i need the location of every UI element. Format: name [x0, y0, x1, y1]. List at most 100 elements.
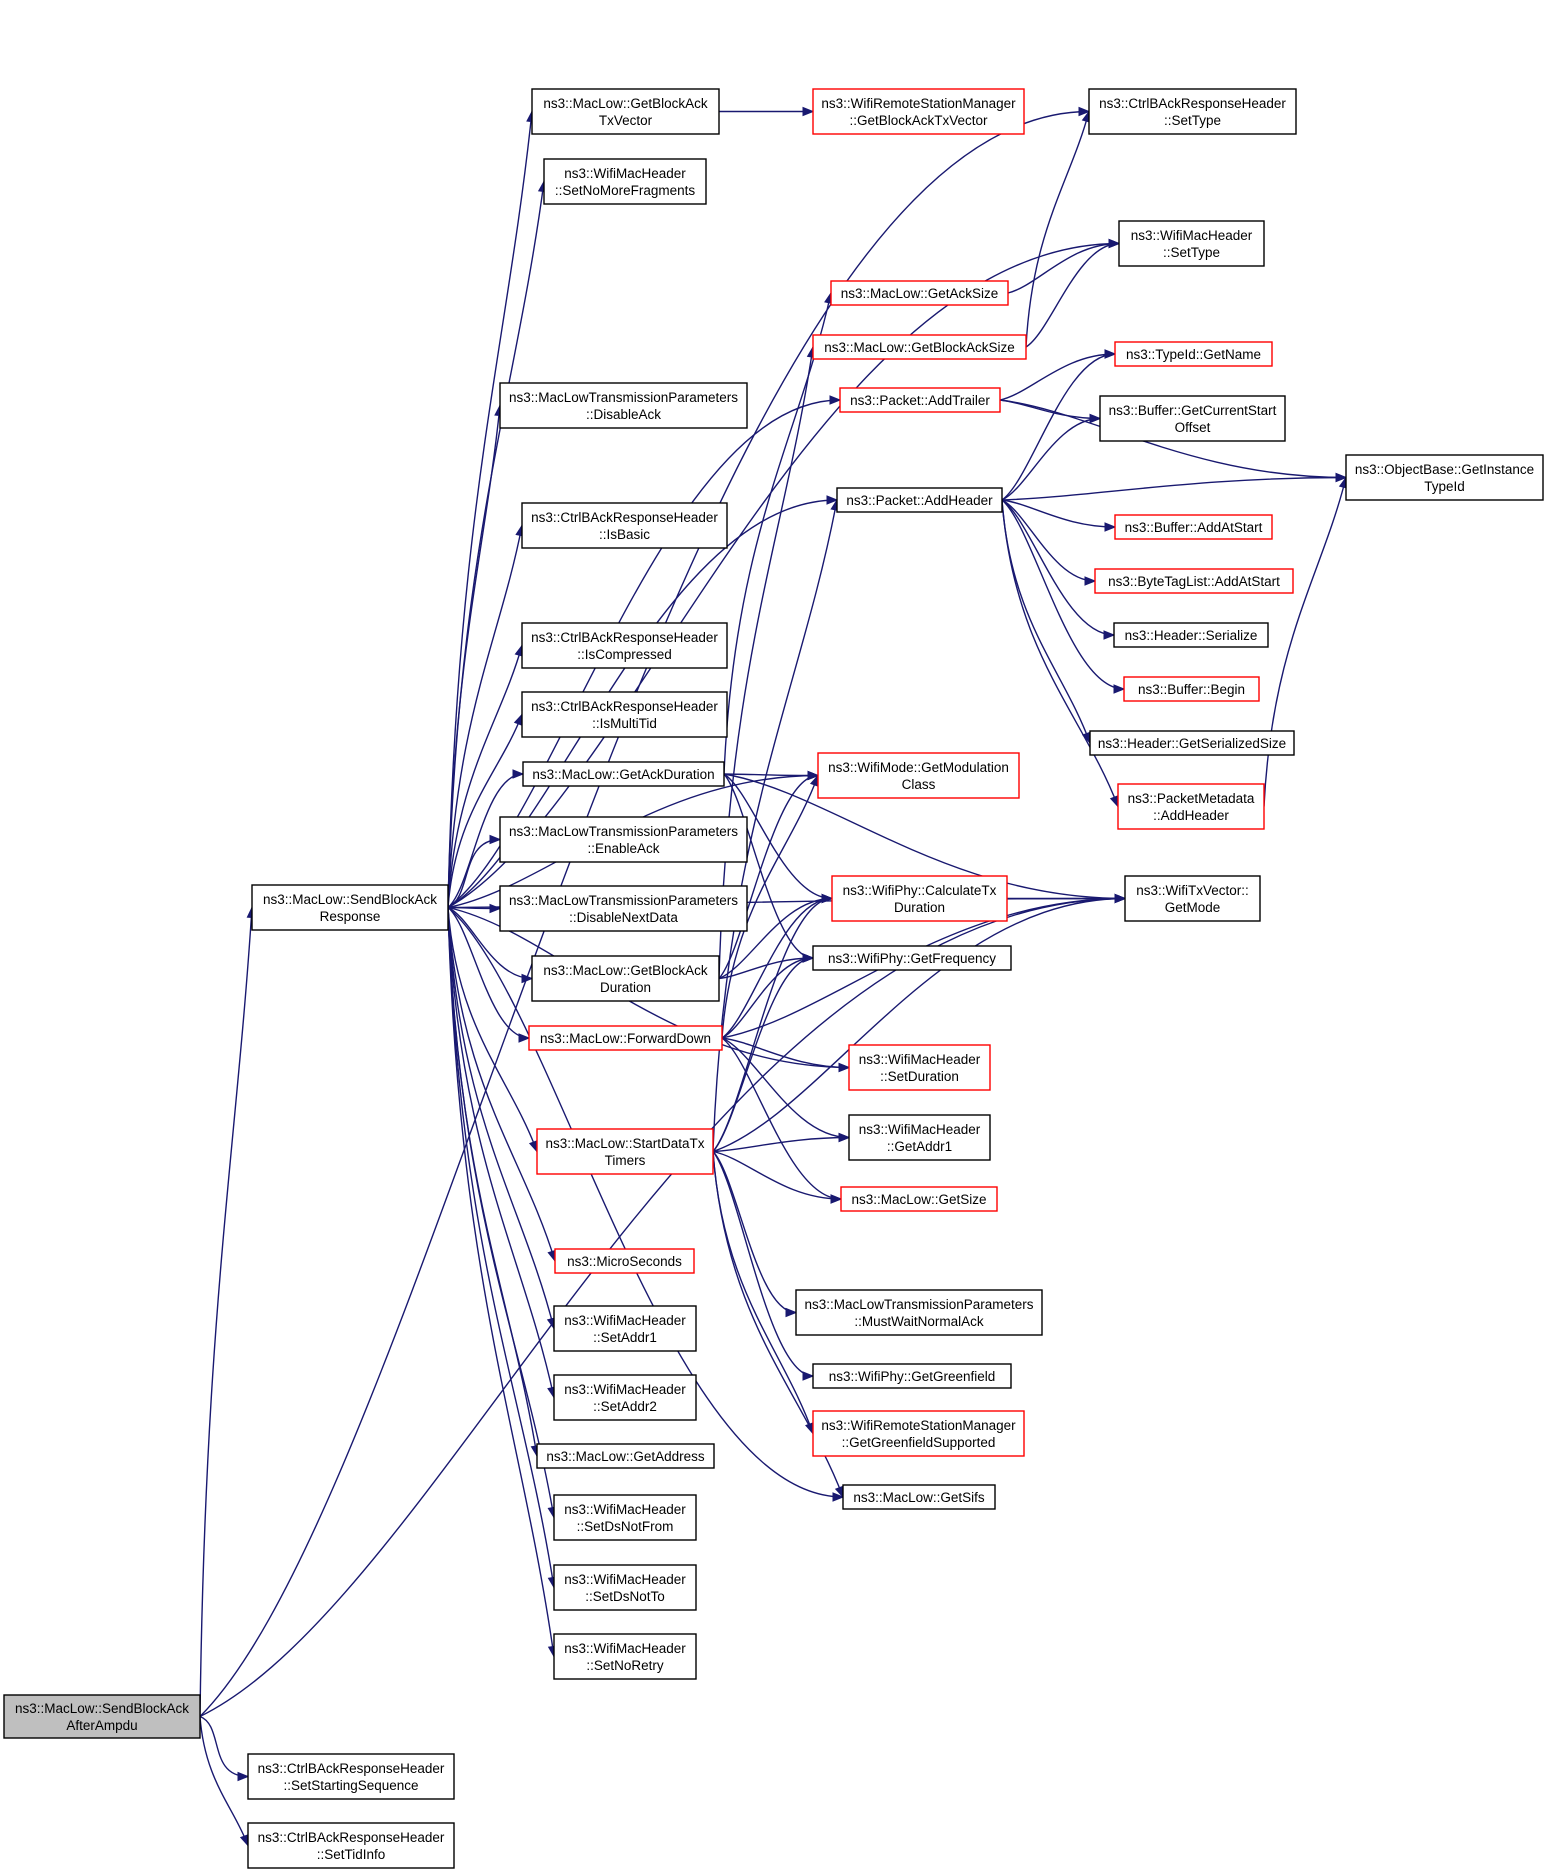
edge-line: [447, 773, 524, 909]
edge-arrowhead: [838, 1132, 851, 1143]
edge-addheader-to-objbase: [1001, 472, 1348, 501]
node-label-line: ns3::MacLow::GetAckDuration: [532, 767, 714, 782]
node-ns3-packetmetadata-addheader[interactable]: ns3::PacketMetadata::AddHeader: [1117, 783, 1265, 830]
node-box: [531, 955, 720, 1002]
node-label-line: ::SetType: [1164, 113, 1221, 128]
node-ns3-wifimacheader-getaddr1[interactable]: ns3::WifiMacHeader::GetAddr1: [848, 1114, 991, 1161]
node-label-line: ns3::WifiMacHeader: [564, 1313, 686, 1328]
node-ns3-maclow-getblockacksize[interactable]: ns3::MacLow::GetBlockAckSize: [812, 334, 1027, 360]
edge-line: [447, 907, 555, 1588]
node-ns3-wifimacheader-settype[interactable]: ns3::WifiMacHeader::SetType: [1118, 220, 1265, 267]
node-label-line: ns3::MicroSeconds: [567, 1254, 682, 1269]
node-label-line: GetMode: [1165, 900, 1221, 915]
node-box: [1345, 454, 1544, 501]
edge-sbar-to-fwd: [447, 906, 531, 1043]
node-ns3-wifimacheader-setduration[interactable]: ns3::WifiMacHeader::SetDuration: [848, 1044, 991, 1091]
node-ns3-wifitxvector-getmode[interactable]: ns3::WifiTxVector::GetMode: [1124, 875, 1261, 922]
node-box: [848, 1044, 991, 1091]
node-ns3-maclowtransmissionparameters-enableack[interactable]: ns3::MacLowTransmissionParameters::Enabl…: [499, 816, 748, 863]
edge-line: [999, 399, 1347, 479]
edge-arrowhead: [1113, 684, 1126, 694]
node-ns3-wifiphy-getfrequency[interactable]: ns3::WifiPhy::GetFrequency: [812, 945, 1012, 971]
node-ns3-packet-addtrailer[interactable]: ns3::Packet::AddTrailer: [839, 387, 1001, 413]
node-box: [1123, 676, 1260, 702]
edge-line: [1001, 417, 1101, 501]
node-ns3-maclow-getaddress[interactable]: ns3::MacLow::GetAddress: [536, 1443, 715, 1469]
node-label-line: ns3::WifiMacHeader: [859, 1122, 981, 1137]
edge-line: [723, 773, 819, 777]
node-ns3-typeid-getname[interactable]: ns3::TypeId::GetName: [1114, 341, 1273, 367]
node-ns3-microseconds[interactable]: ns3::MicroSeconds: [554, 1248, 695, 1274]
node-ns3-maclow-forwarddown[interactable]: ns3::MacLow::ForwardDown: [528, 1025, 723, 1051]
node-ns3-ctrlbackresponseheader-iscompressed[interactable]: ns3::CtrlBAckResponseHeader::IsCompresse…: [521, 622, 728, 669]
edge-gbasize-to-cbtype: [1025, 110, 1091, 348]
node-box: [1113, 622, 1269, 648]
node-label-line: ns3::WifiPhy::GetFrequency: [828, 951, 996, 966]
node-ns3-wifimacheader-setdsnotto[interactable]: ns3::WifiMacHeader::SetDsNotTo: [553, 1564, 697, 1611]
node-ns3-ctrlbackresponseheader-settidinfo[interactable]: ns3::CtrlBAckResponseHeader::SetTidInfo: [247, 1822, 455, 1869]
node-ns3-buffer-addatstart[interactable]: ns3::Buffer::AddAtStart: [1114, 514, 1273, 540]
node-ns3-wifiremotestationmanager-getgreenfieldsupported[interactable]: ns3::WifiRemoteStationManager::GetGreenf…: [812, 1410, 1025, 1457]
node-label-line: ns3::WifiMacHeader: [564, 1641, 686, 1656]
node-label-line: ns3::CtrlBAckResponseHeader: [1099, 96, 1286, 111]
node-box: [521, 691, 728, 738]
node-ns3-ctrlbackresponseheader-setstartingsequence[interactable]: ns3::CtrlBAckResponseHeader::SetStarting…: [247, 1753, 455, 1800]
node-label-line: ::SetDsNotFrom: [577, 1519, 674, 1534]
node-box: [812, 1363, 1012, 1389]
node-ns3-maclowtransmissionparameters-disableack[interactable]: ns3::MacLowTransmissionParameters::Disab…: [499, 382, 748, 429]
node-label-line: ns3::MacLow::ForwardDown: [540, 1031, 711, 1046]
node-ns3-maclowtransmissionparameters-disablenextdata[interactable]: ns3::MacLowTransmissionParameters::Disab…: [499, 885, 748, 932]
node-ns3-bytetaglist-addatstart[interactable]: ns3::ByteTagList::AddAtStart: [1094, 568, 1294, 594]
edge-line: [199, 907, 253, 1717]
edge-line: [447, 906, 533, 980]
node-box: [830, 280, 1009, 306]
node-ns3-wifimacheader-setaddr1[interactable]: ns3::WifiMacHeader::SetAddr1: [553, 1305, 697, 1352]
node-ns3-maclow-getsifs[interactable]: ns3::MacLow::GetSifs: [842, 1484, 996, 1510]
node-box: [842, 1484, 996, 1510]
node-ns3-ctrlbackresponseheader-isbasic[interactable]: ns3::CtrlBAckResponseHeader::IsBasic: [521, 502, 728, 549]
edge-arrowhead: [830, 1194, 843, 1204]
node-ns3-header-getserializedsize[interactable]: ns3::Header::GetSerializedSize: [1089, 730, 1295, 756]
edge-sdtt-to-getsize: [712, 1150, 843, 1204]
edge-line: [723, 773, 1126, 900]
node-label-line: Offset: [1175, 420, 1211, 435]
edge-arrowhead: [1104, 522, 1117, 532]
node-ns3-wifimacheader-setdsnotfrom[interactable]: ns3::WifiMacHeader::SetDsNotFrom: [553, 1494, 697, 1541]
node-ns3-packet-addheader[interactable]: ns3::Packet::AddHeader: [836, 487, 1003, 513]
node-label-line: ::SetTidInfo: [317, 1847, 386, 1862]
edge-arrowhead: [829, 395, 842, 405]
edge-line: [712, 897, 833, 1152]
node-ns3-maclow-getackduration[interactable]: ns3::MacLow::GetAckDuration: [522, 761, 725, 787]
node-box: [536, 1443, 715, 1469]
node-ns3-ctrlbackresponseheader-settype[interactable]: ns3::CtrlBAckResponseHeader::SetType: [1088, 88, 1297, 135]
edge-line: [718, 897, 833, 980]
edge-addheader-to-hdrgss: [1001, 499, 1091, 745]
node-ns3-header-serialize[interactable]: ns3::Header::Serialize: [1113, 622, 1269, 648]
node-ns3-wifimacheader-setaddr2[interactable]: ns3::WifiMacHeader::SetAddr2: [553, 1374, 697, 1421]
node-ns3-wifiphy-getgreenfield[interactable]: ns3::WifiPhy::GetGreenfield: [812, 1363, 1012, 1389]
node-ns3-buffer-begin[interactable]: ns3::Buffer::Begin: [1123, 676, 1260, 702]
node-ns3-maclow-getblockack-txvector[interactable]: ns3::MacLow::GetBlockAckTxVector: [531, 88, 720, 135]
node-ns3-maclowtransmissionparameters-mustwaitnormalack[interactable]: ns3::MacLowTransmissionParameters::MustW…: [795, 1289, 1043, 1336]
node-ns3-maclow-getsize[interactable]: ns3::MacLow::GetSize: [840, 1186, 998, 1212]
edge-sbar-to-mltpen: [447, 834, 502, 909]
node-ns3-wifimacheader-setnomorefragments[interactable]: ns3::WifiMacHeader::SetNoMoreFragments: [543, 158, 707, 205]
node-label-line: ns3::ByteTagList::AddAtStart: [1108, 574, 1280, 589]
node-ns3-wifiremotestationmanager-getblockacktxvector[interactable]: ns3::WifiRemoteStationManager::GetBlockA…: [812, 88, 1025, 135]
node-box: [1114, 514, 1273, 540]
node-ns3-ctrlbackresponseheader-ismultitid[interactable]: ns3::CtrlBAckResponseHeader::IsMultiTid: [521, 691, 728, 738]
node-ns3-wifimacheader-setnoretry[interactable]: ns3::WifiMacHeader::SetNoRetry: [553, 1633, 697, 1680]
edge-line: [1025, 242, 1120, 348]
node-ns3-maclow-getacksize[interactable]: ns3::MacLow::GetAckSize: [830, 280, 1009, 306]
node-label-line: ::DisableNextData: [569, 910, 678, 925]
node-box: [528, 1025, 723, 1051]
edge-arrowhead: [1078, 106, 1091, 117]
